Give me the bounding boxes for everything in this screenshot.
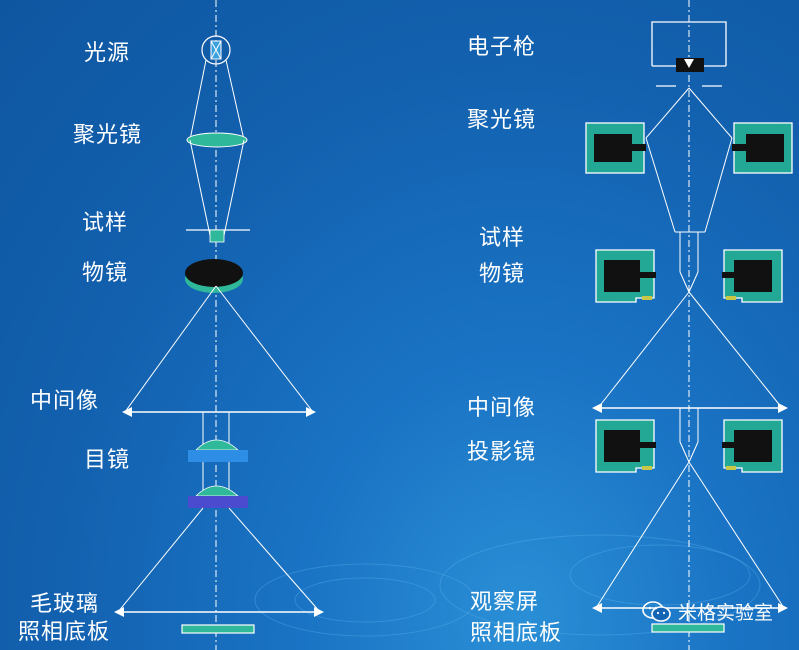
right-condenser-coil-left	[585, 122, 646, 174]
left-specimen	[209, 229, 225, 243]
label-screen: 观察屏	[470, 590, 540, 615]
label-left-specimen: 试样	[82, 211, 129, 236]
label-right-objective: 物镜	[479, 262, 526, 287]
left-condenser-lens	[186, 132, 248, 148]
background-ripples	[254, 534, 761, 637]
left-photo-plate	[181, 624, 255, 634]
eyepiece-lens-2	[195, 485, 240, 497]
wechat-icon	[642, 600, 672, 624]
label-right-intermediate-image: 中间像	[467, 396, 537, 421]
label-ground-glass: 毛玻璃	[30, 592, 100, 617]
light-source-circle	[201, 35, 231, 65]
right-photo-plate	[651, 623, 725, 633]
label-left-objective: 物镜	[82, 261, 129, 286]
optical-microscope	[114, 0, 324, 650]
watermark: 米格实验室	[642, 598, 773, 625]
eyepiece-plate-1	[188, 450, 248, 462]
right-projector-coil-right	[722, 419, 783, 473]
label-right-condenser: 聚光镜	[467, 108, 537, 133]
watermark-text: 米格实验室	[678, 602, 774, 624]
electron-microscope	[585, 0, 793, 650]
right-objective-coil-left	[595, 249, 656, 303]
label-right-photo-plate: 照相底板	[470, 621, 563, 646]
label-left-intermediate-image: 中间像	[30, 389, 100, 414]
right-objective-coil-right	[722, 249, 783, 303]
label-projector: 投影镜	[467, 440, 537, 465]
eyepiece-plate-2	[188, 496, 248, 508]
label-left-photo-plate: 照相底板	[18, 620, 111, 645]
label-electron-gun: 电子枪	[467, 35, 537, 60]
label-eyepiece: 目镜	[84, 448, 131, 473]
eyepiece-lens-1	[195, 439, 240, 451]
electron-gun-housing	[651, 21, 727, 66]
label-right-specimen: 试样	[479, 226, 526, 251]
left-objective-lens	[185, 259, 243, 287]
right-projector-coil-left	[595, 419, 656, 473]
right-condenser-coil-right	[732, 122, 793, 174]
label-light-source: 光源	[84, 41, 131, 66]
label-left-condenser: 聚光镜	[73, 123, 143, 148]
